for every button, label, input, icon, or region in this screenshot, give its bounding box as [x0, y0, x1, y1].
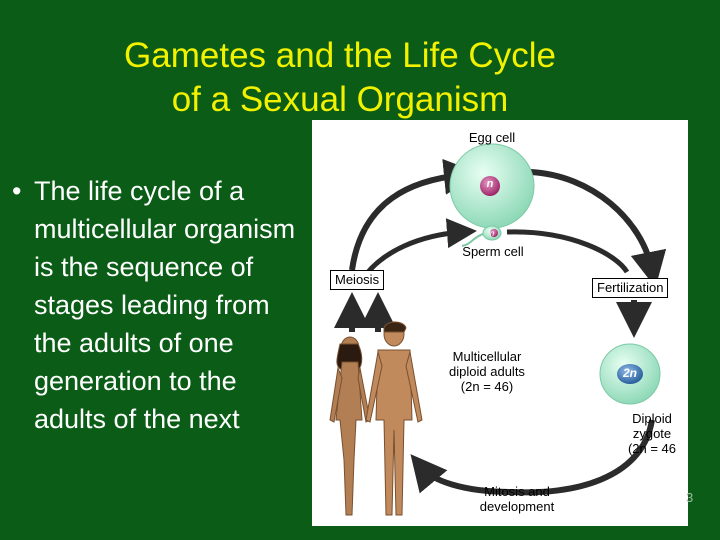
- mitosis-line-1: Mitosis and: [484, 484, 550, 499]
- cycle-arrows-graphic: [329, 143, 667, 516]
- arrow-sperm-to-fertilization: [506, 229, 630, 274]
- arrow-zygote-to-adults: [410, 419, 655, 496]
- slide-title: Gametes and the Life Cycle of a Sexual O…: [40, 34, 640, 122]
- arrow-meiosis-to-egg: [349, 158, 480, 271]
- sperm-tail-shape: [461, 233, 484, 247]
- meiosis-label: Meiosis: [330, 270, 385, 290]
- adults-line-1: Multicellular: [452, 349, 522, 364]
- mitosis-label: Mitosis and development: [462, 484, 572, 514]
- zygote-nucleus-shape: [617, 364, 643, 384]
- zygote-ploidy-label: 2n: [622, 366, 637, 380]
- adults-line-2: diploid adults: [449, 364, 525, 379]
- adults-line-3: (2n = 46): [460, 379, 514, 394]
- adults-label: Multicellular diploid adults (2n = 46): [432, 349, 542, 394]
- page-number: 3: [686, 490, 694, 505]
- zygote-line-2: zygote: [632, 426, 672, 441]
- egg-nucleus-shape: [480, 176, 500, 196]
- zygote-line-1: Diploid: [632, 411, 672, 426]
- sperm-nucleus-shape: [490, 229, 498, 237]
- title-line-1: Gametes and the Life Cycle: [124, 36, 556, 75]
- male-figure: [365, 321, 423, 516]
- mitosis-line-2: development: [479, 499, 555, 514]
- bullet-text: The life cycle of a multicellular organi…: [34, 176, 296, 434]
- fertilization-label: Fertilization: [592, 278, 669, 298]
- zygote-line-3: (2n = 46: [627, 441, 677, 456]
- sperm-cell-label: Sperm cell: [462, 244, 524, 259]
- female-figure: [329, 336, 371, 516]
- egg-ploidy-label: n: [486, 178, 494, 190]
- arrow-egg-to-fertilization: [529, 169, 667, 288]
- life-cycle-diagram: Egg cell n n Sperm cell Meiosis Fertiliz…: [312, 120, 688, 526]
- sperm-ploidy-label: n: [489, 229, 495, 238]
- bullet-marker: •: [12, 176, 22, 206]
- zygote-label: Diploid zygote (2n = 46: [612, 411, 692, 456]
- title-line-2: of a Sexual Organism: [171, 80, 509, 119]
- egg-cell-label: Egg cell: [468, 130, 516, 145]
